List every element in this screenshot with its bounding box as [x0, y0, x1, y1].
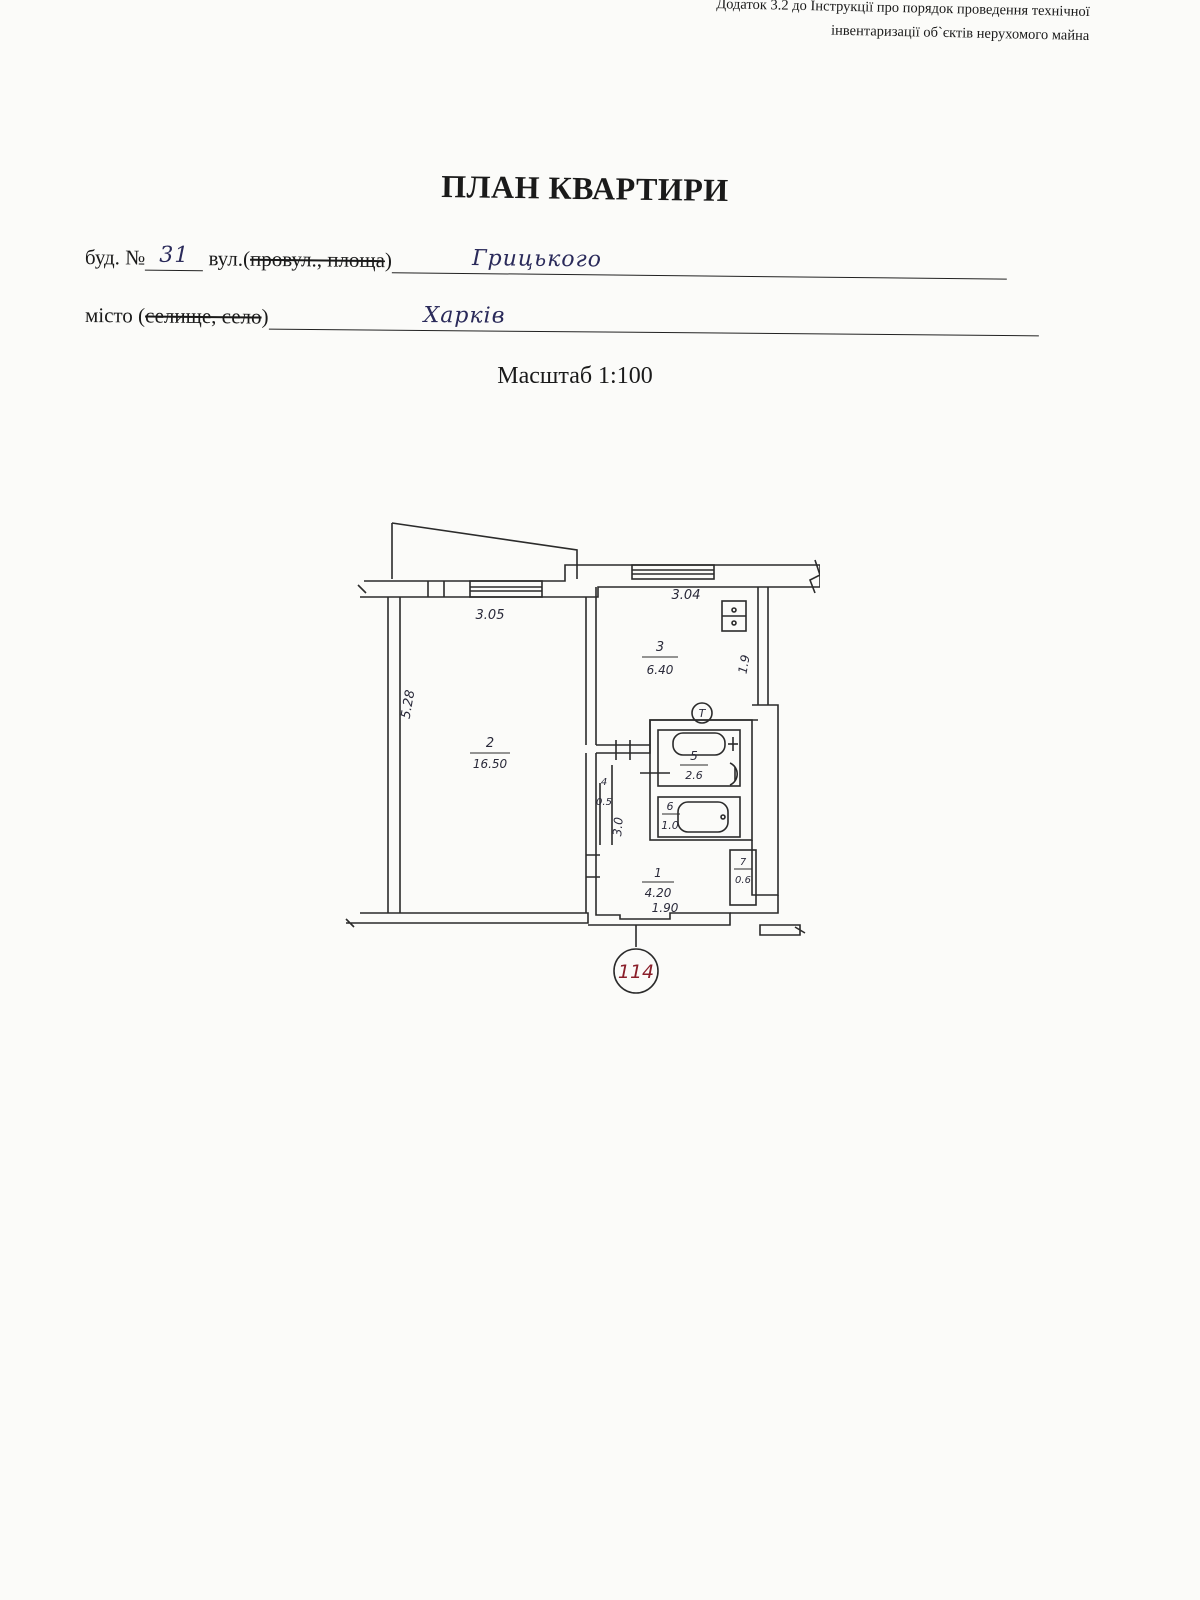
exterior-bottom-wall [345, 912, 589, 928]
svg-text:5: 5 [690, 749, 698, 763]
wall-break-mark-left [357, 584, 367, 594]
svg-text:4.20: 4.20 [645, 886, 672, 900]
street-field: Грицького [391, 246, 1008, 280]
apartment-number-circle [613, 948, 659, 994]
street-label: вул.(провул., площа) [208, 246, 393, 273]
building-number-label: буд. № [84, 245, 146, 270]
svg-text:2: 2 [486, 736, 494, 751]
apartment-number: 114 [618, 961, 654, 983]
shower-tray-icon [677, 801, 729, 833]
svg-text:0.6: 0.6 [735, 875, 751, 886]
dim-room3-depth: 1.9 [736, 654, 753, 675]
document-header-note: Додаток 3.2 до Інструкції про порядок пр… [529, 0, 1090, 48]
dim-room2-length: 5.28 [399, 689, 419, 720]
entry-wall [588, 912, 731, 926]
partition-room2-room3 [585, 587, 597, 745]
room-1-label: 1 4.20 [642, 866, 674, 900]
dim-room3-width: 3.04 [672, 588, 701, 603]
room-6-label: 6 1.0 [661, 800, 680, 832]
storage-7 [729, 849, 757, 906]
svg-text:7: 7 [740, 857, 747, 868]
sink-icon [729, 762, 738, 786]
city-label: місто (селище, село) [84, 303, 269, 329]
bathroom-5 [657, 729, 741, 787]
room-4-label: 4 0.5 [596, 777, 612, 808]
city-value: Харків [423, 302, 506, 329]
window-room3 [631, 564, 715, 580]
svg-text:6: 6 [667, 800, 674, 813]
balcony-outline [391, 522, 578, 579]
exterior-top-wall [360, 564, 820, 598]
svg-text:1: 1 [654, 866, 662, 880]
building-number-value: 31 [159, 242, 190, 269]
closet-4 [599, 765, 613, 845]
svg-text:6.40: 6.40 [647, 663, 674, 677]
city-row: місто (селище, село) Харків [85, 303, 1085, 337]
room-5-label: 5 2.6 [680, 749, 708, 782]
wall-break-mark-bottom [759, 924, 806, 936]
dim-room2-width: 3.05 [476, 608, 505, 623]
svg-text:2.6: 2.6 [685, 769, 703, 782]
svg-text:3: 3 [656, 640, 664, 655]
room-2-label: 2 16.50 [470, 736, 510, 771]
bathtub-icon [672, 732, 726, 756]
room-7-label: 7 0.6 [734, 857, 752, 886]
room2-left-wall [387, 597, 401, 913]
svg-text:16.50: 16.50 [473, 757, 508, 771]
address-row: буд. № 31 вул.(провул., площа) Грицького [84, 243, 1085, 280]
boiler-icon [691, 702, 713, 724]
scale-label: Масштаб 1:100 [497, 363, 653, 389]
dim-hall-width: 1.90 [652, 901, 679, 915]
svg-text:0.5: 0.5 [596, 797, 612, 808]
building-number-field: 31 [145, 243, 204, 272]
window-room2 [427, 580, 543, 598]
floor-plan: 114 3.05 3.04 5.28 1.9 3.0 1.90 2 16.50 … [345, 522, 820, 994]
city-field: Харків [268, 303, 1039, 337]
dim-corridor: 3.0 [610, 816, 626, 837]
page-title: ПЛАН КВАРТИРИ [441, 167, 729, 209]
bathroom-block [649, 719, 753, 841]
room3-right-wall [757, 587, 769, 705]
toilet-6 [657, 796, 741, 838]
street-value: Грицького [471, 246, 603, 273]
svg-text:4: 4 [601, 777, 607, 788]
hall-left-wall [585, 753, 597, 913]
boiler-label: Т [699, 707, 707, 720]
wall-break-mark-right [808, 559, 820, 594]
svg-text:1.0: 1.0 [661, 819, 679, 832]
room-3-label: 3 6.40 [642, 640, 678, 677]
